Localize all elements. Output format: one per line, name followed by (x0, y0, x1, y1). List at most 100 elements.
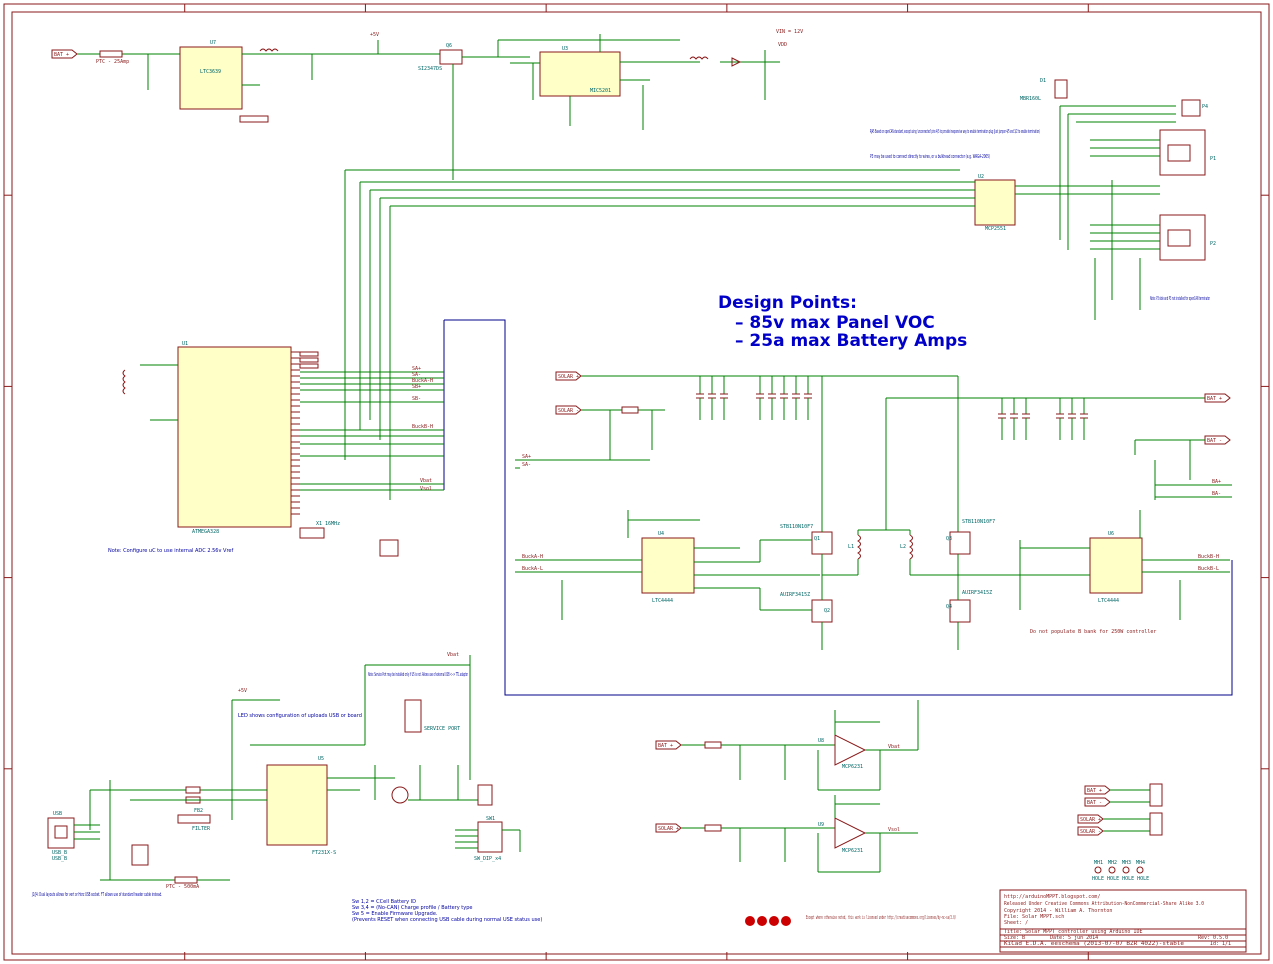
bat-plus-right-label: BAT + (1207, 396, 1222, 402)
mounting-hole-ref: MH1 (1094, 860, 1103, 866)
rj45-note: RJ45 Based on openCAN standard, except u… (870, 129, 1040, 135)
fb2-name: FILTER (192, 826, 211, 832)
u7-name: LTC3639 (200, 69, 221, 75)
vdd-label: VDD (778, 42, 787, 48)
p3-side-note: Note: P3 side and P3 not installed for o… (1150, 296, 1210, 302)
u4-name: LTC4444 (652, 598, 673, 604)
mounting-hole (1136, 866, 1144, 874)
d1-diode (1054, 79, 1068, 99)
q2-name: AUIRF3415Z (780, 592, 810, 598)
license-text: Except where otherwise noted, this work … (806, 915, 956, 921)
l2-ref: L2 (900, 544, 906, 550)
l1-inductor (857, 534, 861, 560)
x1-ref: X1 16MHz (316, 521, 340, 527)
sa-minus-net: SA- (522, 462, 531, 468)
u9-opamp (834, 817, 867, 849)
mounting-hole-ref: MH4 (1136, 860, 1145, 866)
q1-name: STB110N10F7 (780, 524, 813, 530)
bat-plus-label: BAT + (54, 52, 69, 58)
ptc-fuse-label: PTC - 25Amp (96, 59, 129, 65)
service-port-header (404, 699, 422, 733)
p4-ref: P4 (1202, 104, 1208, 110)
u5-name: FT231X-S (312, 850, 336, 856)
l2-inductor (909, 534, 913, 560)
u6-name: LTC4444 (1098, 598, 1119, 604)
p3-note: P3 may be used to connect directly to wi… (870, 154, 990, 160)
sw1-ref: SW1 (486, 816, 495, 822)
plus5v-mid-label: +5V (238, 688, 247, 694)
tb-copyright: Copyright 2014 - William A. Thornton (1004, 908, 1112, 914)
sheet-border (3, 3, 1270, 961)
buckb-h-net: BuckB-H (1198, 554, 1219, 560)
tb-url: http://arduinoMPPT.blogspot.com/ (1004, 894, 1100, 900)
u3-name: MIC5201 (590, 88, 611, 94)
conn-bat-minus-label: BAT - (1087, 800, 1102, 806)
isp-header (379, 539, 399, 557)
q3-mosfet (949, 531, 971, 555)
design-points-line2: – 25a max Battery Amps (735, 331, 967, 351)
u5-ref: U5 (318, 756, 324, 762)
bucka-h-net: BuckA-H (522, 554, 543, 560)
u7-regulator (179, 46, 243, 110)
tb-kicad: KiCad E.D.A. eeschema (2013-07-07 BZR 40… (1004, 941, 1184, 947)
usb-section: +5V LED shows configuration of uploads U… (31, 652, 542, 923)
u1-net-label: SA- (412, 372, 421, 378)
usb-b2-ref: USB_B (52, 856, 67, 862)
mounting-hole-ref: MH3 (1122, 860, 1131, 866)
sense-solar-plus-label: SOLAR + (658, 826, 679, 832)
tb-rev: Rev: 0.5.0 (1198, 935, 1228, 941)
u8-opamp (834, 734, 867, 766)
vin-label: VIN = 12V (776, 29, 803, 35)
power-supply-section: BAT + PTC - 25Amp U7 LTC3639 +5V Q6 SI23… (51, 29, 803, 180)
u8-ref: U8 (818, 738, 824, 744)
q3-name: STB110N10F7 (962, 519, 995, 525)
u1-microcontroller: U1 ATMEGA328 SA+SA-BuckA-HSB+SB-BuckB-HV… (108, 341, 444, 557)
u2-can-transceiver (974, 179, 1016, 226)
ptc-fuse (99, 50, 123, 58)
tb-sheet: Sheet: / (1004, 920, 1028, 926)
can-section: U2 MCP2551 P1 P2 P4 (344, 78, 1216, 500)
u1-vsol-label: Vsol (420, 486, 432, 492)
u1-net-label: SB+ (412, 384, 421, 390)
tb-date: Date: 5 jun 2014 (1050, 935, 1098, 941)
mounting-hole-ref: MH2 (1108, 860, 1117, 866)
sw-note-line: Sw 5 = Enable Firmware Upgrade. (352, 911, 438, 917)
fb2-ref: FB2 (194, 808, 203, 814)
sw-note-line: Sw 3,4 = (No-CAN) Charge profile / Batte… (352, 905, 472, 911)
u3-ref: U3 (562, 46, 568, 52)
mounting-hole (1108, 866, 1116, 874)
vsol-net: Vsol (888, 827, 900, 833)
vbat-small-net: Vbat (447, 652, 459, 658)
service-port-label: SERVICE PORT (424, 726, 460, 732)
ba-minus-net: BA- (1212, 491, 1221, 497)
ba-plus-net: BA+ (1212, 479, 1221, 485)
q1-ref: Q1 (814, 536, 820, 542)
vbat-net: Vbat (888, 744, 900, 750)
sw-note-line: Sw 1,2 = CCell Battery ID (352, 899, 416, 905)
sw1-dip-switch (477, 821, 503, 853)
adc-note: Note: Configure uC to use internal ADC 2… (108, 548, 233, 554)
plus5v-top-label: +5V (370, 32, 379, 38)
design-points-title: Design Points: (718, 293, 857, 313)
sw-note-line: (Prevents RESET when connecting USB cabl… (352, 917, 542, 923)
u1-vbat-label: Vbat (420, 478, 432, 484)
mh-name: HOLE HOLE HOLE HOLE (1092, 876, 1149, 882)
sense-section: BAT + U8 MCP6231 Vbat SOLAR + U9 MCP6231… (655, 700, 919, 873)
tb-title: Title: Solar MPPT controller using Ardui… (1004, 929, 1142, 935)
u9-ref: U9 (818, 822, 824, 828)
title-block: http://arduinoMPPT.blogspot.com/ Release… (999, 889, 1247, 953)
q4-mosfet (949, 599, 971, 623)
tb-file: File: Solar MPPT.sch (1004, 914, 1064, 920)
design-points: Design Points: – 85v max Panel VOC – 25a… (718, 293, 967, 351)
usb-connector (47, 817, 75, 849)
usb-ref: USB (53, 811, 62, 817)
u6-gate-driver (1089, 537, 1143, 594)
mounting-hole (1094, 866, 1102, 874)
solar-plus-label: SOLAR + (558, 374, 579, 380)
u3-ldo (539, 51, 621, 97)
conn-solar-minus-label: SOLAR - (1080, 829, 1101, 835)
q4-name: AUIRF3415Z (962, 590, 992, 596)
q3-ref: Q3 (946, 536, 952, 542)
p2-ref: P2 (1210, 241, 1216, 247)
